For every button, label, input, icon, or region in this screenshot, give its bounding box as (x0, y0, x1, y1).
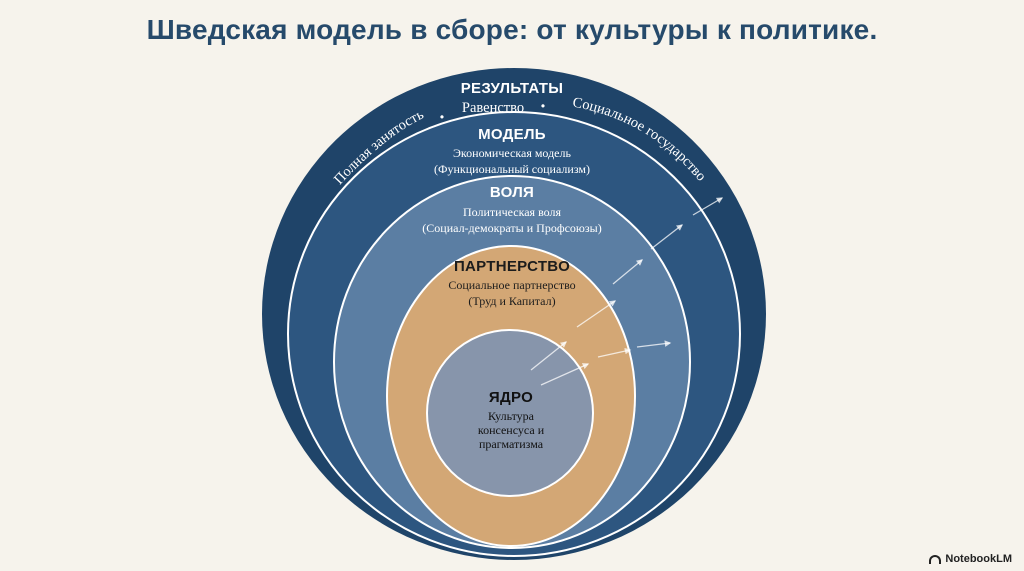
partnership-line-1: Социальное партнерство (448, 278, 575, 292)
results-separator-1: • (440, 110, 444, 124)
results-heading: РЕЗУЛЬТАТЫ (461, 80, 564, 97)
will-heading: ВОЛЯ (490, 184, 534, 201)
arrow-up-right-icon (692, 197, 724, 216)
arrow-up-right-icon (650, 224, 684, 250)
arrow-up-right-icon (636, 340, 672, 348)
page-title: Шведская модель в сборе: от культуры к п… (146, 14, 878, 45)
arrow-up-right-icon (530, 341, 568, 371)
core-circle (426, 329, 594, 497)
partnership-heading: ПАРТНЕРСТВО (454, 258, 570, 275)
arrow-up-right-icon (612, 259, 644, 285)
watermark-text: NotebookLM (945, 553, 1012, 565)
core-heading: ЯДРО (489, 389, 533, 406)
core-line-1: Культура (488, 409, 535, 423)
notebooklm-watermark: NotebookLM (929, 553, 1012, 565)
results-separator-2: • (541, 99, 545, 113)
notebooklm-logo-icon (929, 554, 942, 564)
model-heading: МОДЕЛЬ (478, 126, 546, 143)
model-line-2: (Функциональный социализм) (434, 162, 590, 176)
will-line-2: (Социал-демократы и Профсоюзы) (422, 221, 601, 235)
arrow-up-right-icon (540, 363, 590, 386)
will-line-1: Политическая воля (463, 205, 561, 219)
results-item-equality: Равенство (462, 100, 524, 116)
growth-arrows (530, 197, 724, 386)
arrow-up-right-icon (576, 300, 617, 328)
arrow-up-right-icon (597, 347, 632, 358)
partnership-line-2: (Труд и Капитал) (468, 294, 555, 308)
core-line-2: консенсуса и (478, 423, 545, 437)
model-line-1: Экономическая модель (453, 146, 572, 160)
core-line-3: прагматизма (479, 437, 544, 451)
